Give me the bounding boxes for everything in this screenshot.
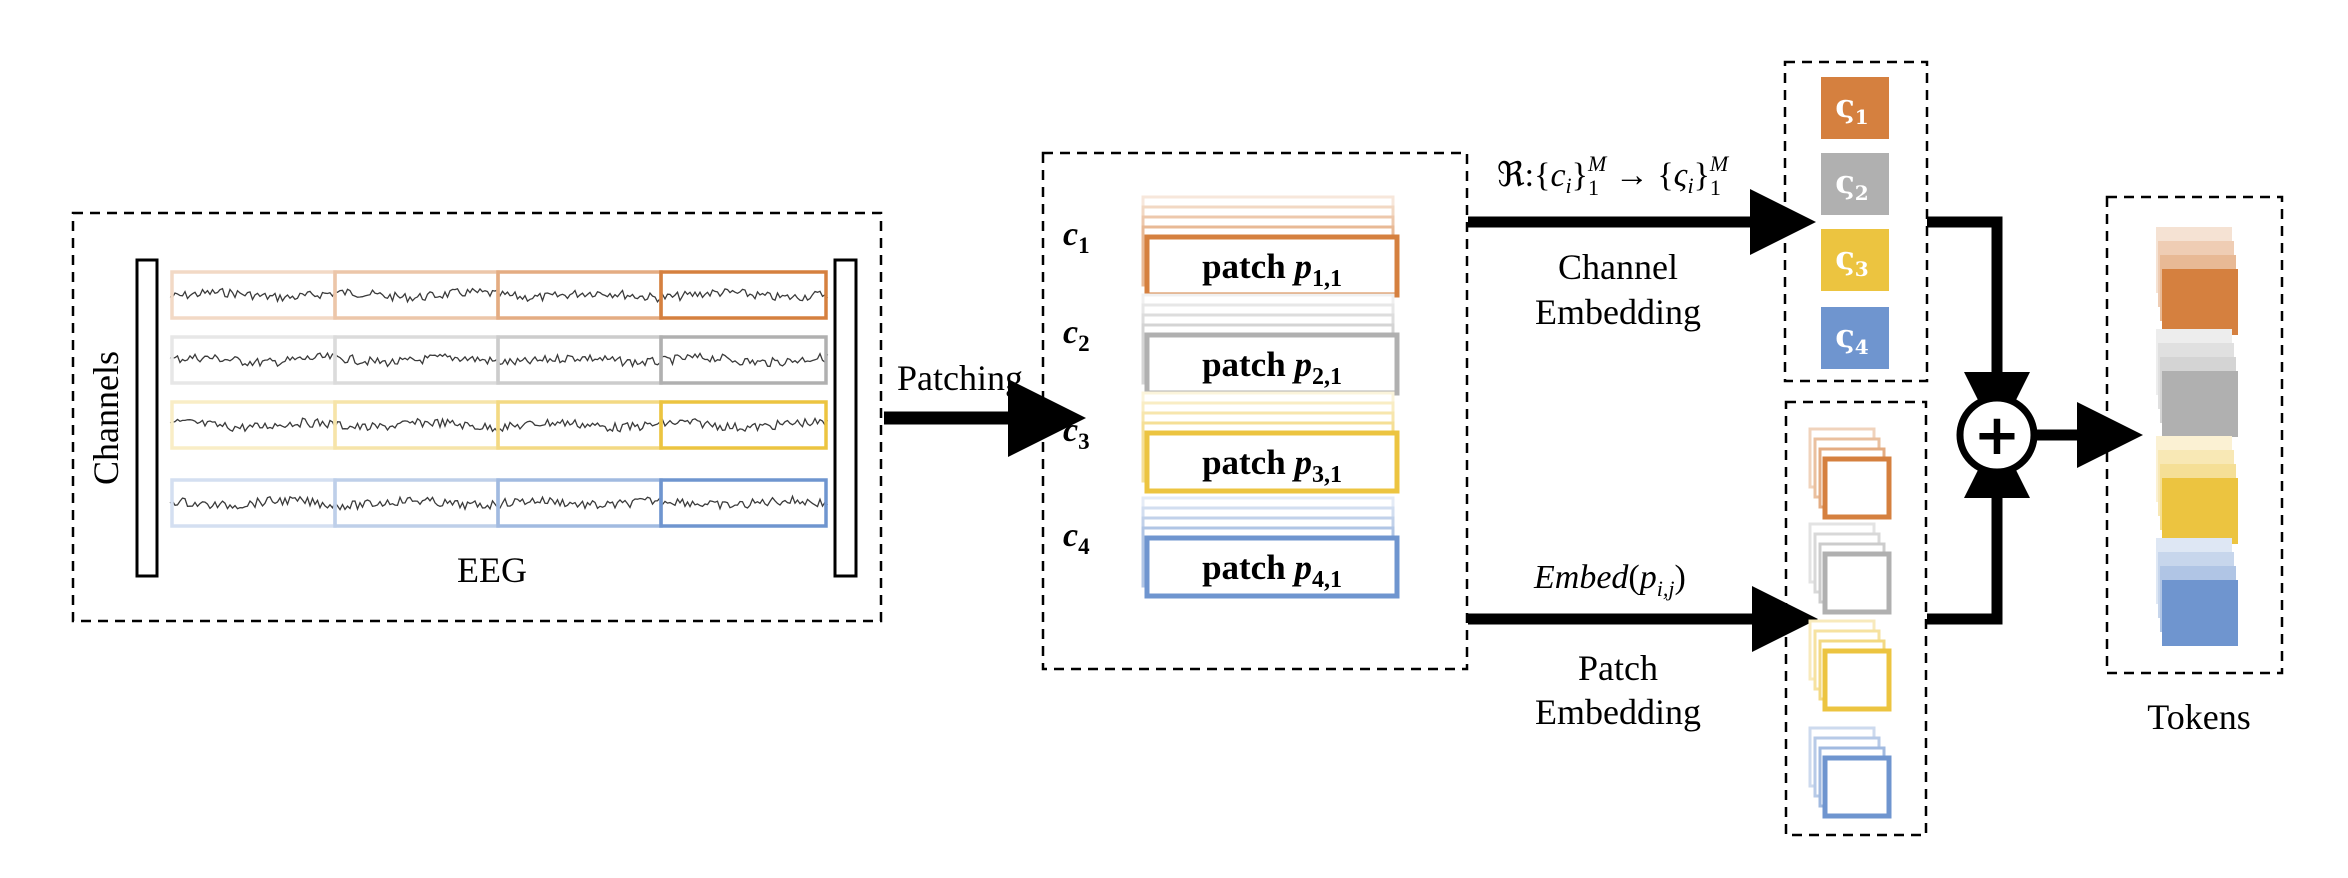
patch-embedding-formula: Embed(pi,j) [1533,559,1686,601]
patch-token-stack [1808,619,1892,712]
patch-token-front [1822,648,1892,712]
sum-node: + [1927,216,2143,625]
patch-token-front [1822,456,1892,520]
channel-token: ς2 [1821,153,1889,215]
eeg-segment-box [333,400,500,450]
channel-embedding-label-line1: Channel [1558,247,1678,287]
patch-label: patch p4,1 [1202,548,1342,593]
patch-label: patch p3,1 [1202,443,1342,488]
output-tokens: Tokens [2105,195,2284,737]
patch-embedding-path: Embed(pi,j) Patch Embedding [1468,400,1928,837]
channel-label: c4 [1063,517,1090,559]
eeg-label: EEG [457,550,527,590]
patch-token-stack [1808,522,1892,615]
channel-label: c2 [1063,314,1090,356]
eeg-panel-border [71,211,883,623]
channel-label: c3 [1063,412,1090,454]
output-token-stack [2156,538,2238,646]
sum-symbol: + [1974,403,2021,468]
channels-label: Channels [86,351,126,485]
channel-label: c1 [1063,216,1090,258]
eeg-segment-box [659,335,828,385]
patch-stack: patch p1,1 c1 [1063,195,1400,298]
patch-label: patch p2,1 [1202,345,1342,390]
left-bracket [135,258,159,578]
eeg-channel-row [169,270,829,320]
channel-token-label: ς2 [1835,163,1868,205]
eeg-rows [169,270,829,528]
channel-token-label: ς3 [1835,239,1868,281]
channel-token-box [1821,77,1889,139]
patch-embedding-label-line2: Embedding [1535,692,1701,732]
eeg-panel: Channels EEG [71,211,883,623]
right-bracket [833,258,858,578]
output-token-front [2162,269,2238,335]
channel-token-box [1821,229,1889,291]
patch-embedding-label-line1: Patch [1578,648,1658,688]
output-token-stack [2156,329,2238,437]
eeg-segment-box [659,478,828,528]
output-token-front [2162,580,2238,646]
channel-token: ς3 [1821,229,1889,291]
channel-token-box [1821,307,1889,369]
output-token-stack [2156,227,2238,335]
channel-embedding-path: ℜ:{ci}1M → {ςi}1M Channel Embedding ς1 ς2… [1468,60,1929,383]
patch-token-stack [1808,427,1892,520]
channel-token-panel-border [1783,60,1929,383]
patch-tokens [1808,427,1892,819]
patch-token-stack [1808,726,1892,819]
patch-token-front [1822,551,1892,615]
patch-token-front [1822,755,1892,819]
eeg-segment-box [333,270,500,320]
patching-label: Patching [897,358,1023,398]
eeg-channel-row [169,335,829,385]
patch-to-sum-connector [1927,432,2030,625]
channel-embedding-formula: ℜ:{ci}1M → {ςi}1M [1497,151,1730,200]
channel-to-sum-connector [1927,216,2030,438]
eeg-segment-box [170,335,337,385]
channel-token-label: ς1 [1835,87,1868,129]
channel-token: ς1 [1821,77,1889,139]
output-token-panel-border [2105,195,2284,675]
patch-front [1144,535,1400,599]
patch-front [1144,234,1400,298]
eeg-channel-row [169,478,828,528]
output-token-stacks [2156,227,2238,646]
channel-embedding-label-line2: Embedding [1535,292,1701,332]
channel-token: ς4 [1821,307,1889,369]
patches-panel-border [1041,151,1469,671]
output-token-front [2162,371,2238,437]
output-token-front [2162,478,2238,544]
output-token-stack [2156,436,2238,544]
eeg-segment-box [659,270,828,320]
tokens-label: Tokens [2147,697,2250,737]
eeg-channel-row [169,400,829,450]
patch-front [1144,430,1400,494]
patch-stack: patch p2,1 c2 [1063,293,1400,396]
patch-token-panel-border [1784,400,1928,837]
patch-stack: patch p4,1 c4 [1063,496,1400,599]
eeg-segment-box [659,400,828,450]
patch-stack: patch p3,1 c3 [1063,391,1400,494]
channel-tokens: ς1 ς2 ς3 ς4 [1821,77,1889,369]
channel-token-label: ς4 [1835,317,1868,359]
channel-token-box [1821,153,1889,215]
patch-label: patch p1,1 [1202,247,1342,292]
eeg-segment-box [496,478,663,528]
